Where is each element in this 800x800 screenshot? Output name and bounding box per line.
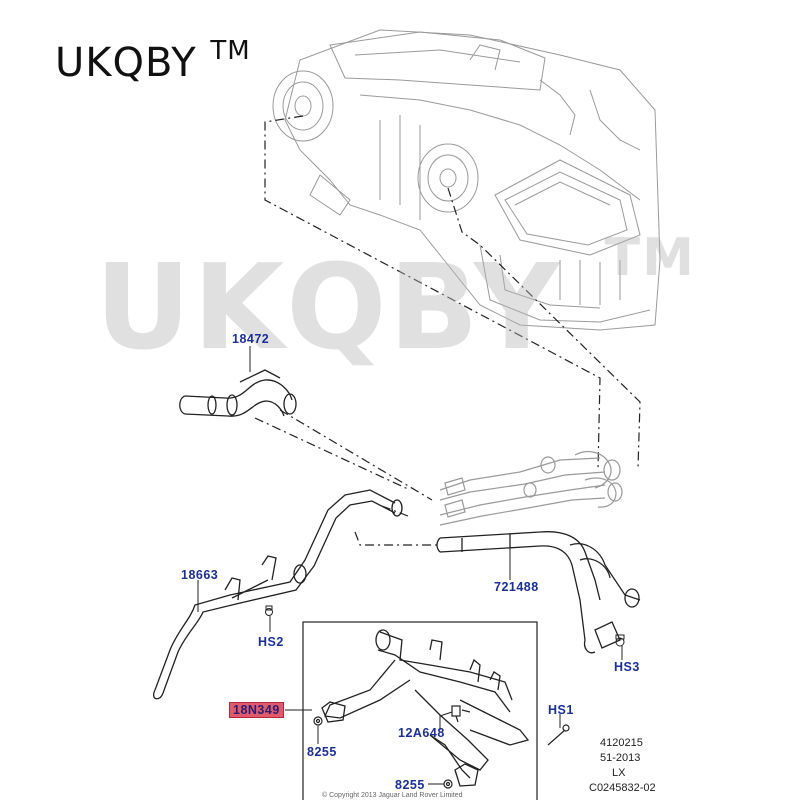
reference-code-1: 4120215 xyxy=(600,737,643,749)
brand-name: UKQBY xyxy=(55,40,197,86)
fastener-hs3 xyxy=(615,634,625,647)
nut-8255-bottom xyxy=(443,779,453,789)
nut-8255-left xyxy=(313,716,323,726)
copyright-footer: © Copyright 2013 Jaguar Land Rover Limit… xyxy=(322,792,463,799)
callout-18472: 18472 xyxy=(232,332,270,346)
sensor-12a648 xyxy=(451,705,471,723)
fastener-hs2 xyxy=(265,605,273,616)
brand-logo: UKQBY TM xyxy=(55,36,251,86)
callout-12a648: 12A648 xyxy=(398,726,445,740)
callout-18663: 18663 xyxy=(181,568,219,582)
callout-hs3: HS3 xyxy=(614,660,640,674)
callout-18n349: 18N349 xyxy=(229,702,284,718)
callout-8255-bottom: 8255 xyxy=(395,778,425,792)
bracket-18n349 xyxy=(321,629,530,787)
heater-core-tubes xyxy=(439,451,623,526)
reference-code-3: LX xyxy=(612,767,626,779)
callout-8255-left: 8255 xyxy=(307,745,337,759)
brand-tm: TM xyxy=(210,36,251,66)
callout-hs2: HS2 xyxy=(258,635,284,649)
blower-wheel-left xyxy=(272,70,334,142)
fastener-hs1 xyxy=(547,724,570,746)
reference-code-2: 51-2013 xyxy=(600,752,641,764)
callout-721488: 721488 xyxy=(494,580,539,594)
hvac-unit xyxy=(284,29,661,331)
callout-hs1: HS1 xyxy=(548,703,574,717)
blower-wheel-center xyxy=(417,143,479,213)
watermark-text: UKQBY xyxy=(95,238,562,376)
hose-18663 xyxy=(153,489,403,700)
leader-lines xyxy=(254,115,641,546)
watermark: UKQBY TM xyxy=(95,228,696,376)
callout-leaders xyxy=(197,346,623,785)
reference-code-4: C0245832-02 xyxy=(589,782,656,794)
hose-18472 xyxy=(179,369,297,417)
detail-box xyxy=(302,621,538,800)
watermark-tm: TM xyxy=(604,228,696,288)
tube-721488 xyxy=(436,531,641,654)
